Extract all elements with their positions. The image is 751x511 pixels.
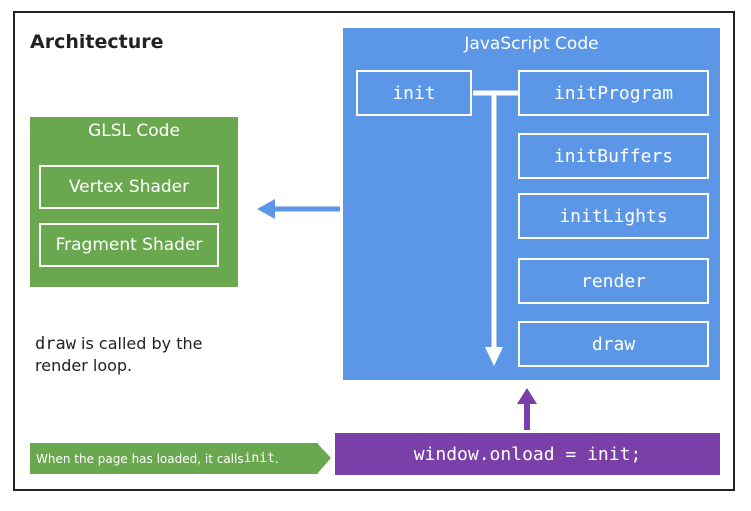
draw-box: draw	[518, 321, 709, 367]
init-function-box: init	[356, 70, 472, 116]
init-lights-box: initLights	[518, 193, 709, 239]
callout-end: .	[274, 451, 279, 466]
draw-note-text: is called by the render loop.	[35, 334, 203, 375]
glsl-title: GLSL Code	[88, 121, 180, 141]
init-buffers-box: initBuffers	[518, 133, 709, 179]
draw-note: draw is called by the render loop.	[35, 333, 255, 377]
vertex-shader-box: Vertex Shader	[39, 165, 219, 209]
window-onload-bar: window.onload = init;	[335, 433, 720, 475]
glsl-code-block: GLSL Code Vertex Shader Fragment Shader	[30, 117, 238, 287]
callout-code: init	[243, 451, 275, 466]
draw-note-code: draw	[35, 334, 76, 354]
init-callout: When the page has loaded, it calls init.	[30, 443, 330, 474]
init-program-box: initProgram	[518, 70, 709, 116]
fragment-shader-box: Fragment Shader	[39, 223, 219, 267]
render-box: render	[518, 258, 709, 304]
javascript-title: JavaScript Code	[464, 34, 599, 54]
diagram-title: Architecture	[30, 31, 164, 53]
callout-text-main: When the page has loaded, it calls	[36, 451, 244, 466]
callout-text: When the page has loaded, it calls init.	[36, 443, 279, 474]
callout-body	[30, 443, 318, 474]
javascript-code-block: JavaScript Code init initProgram initBuf…	[343, 28, 720, 380]
